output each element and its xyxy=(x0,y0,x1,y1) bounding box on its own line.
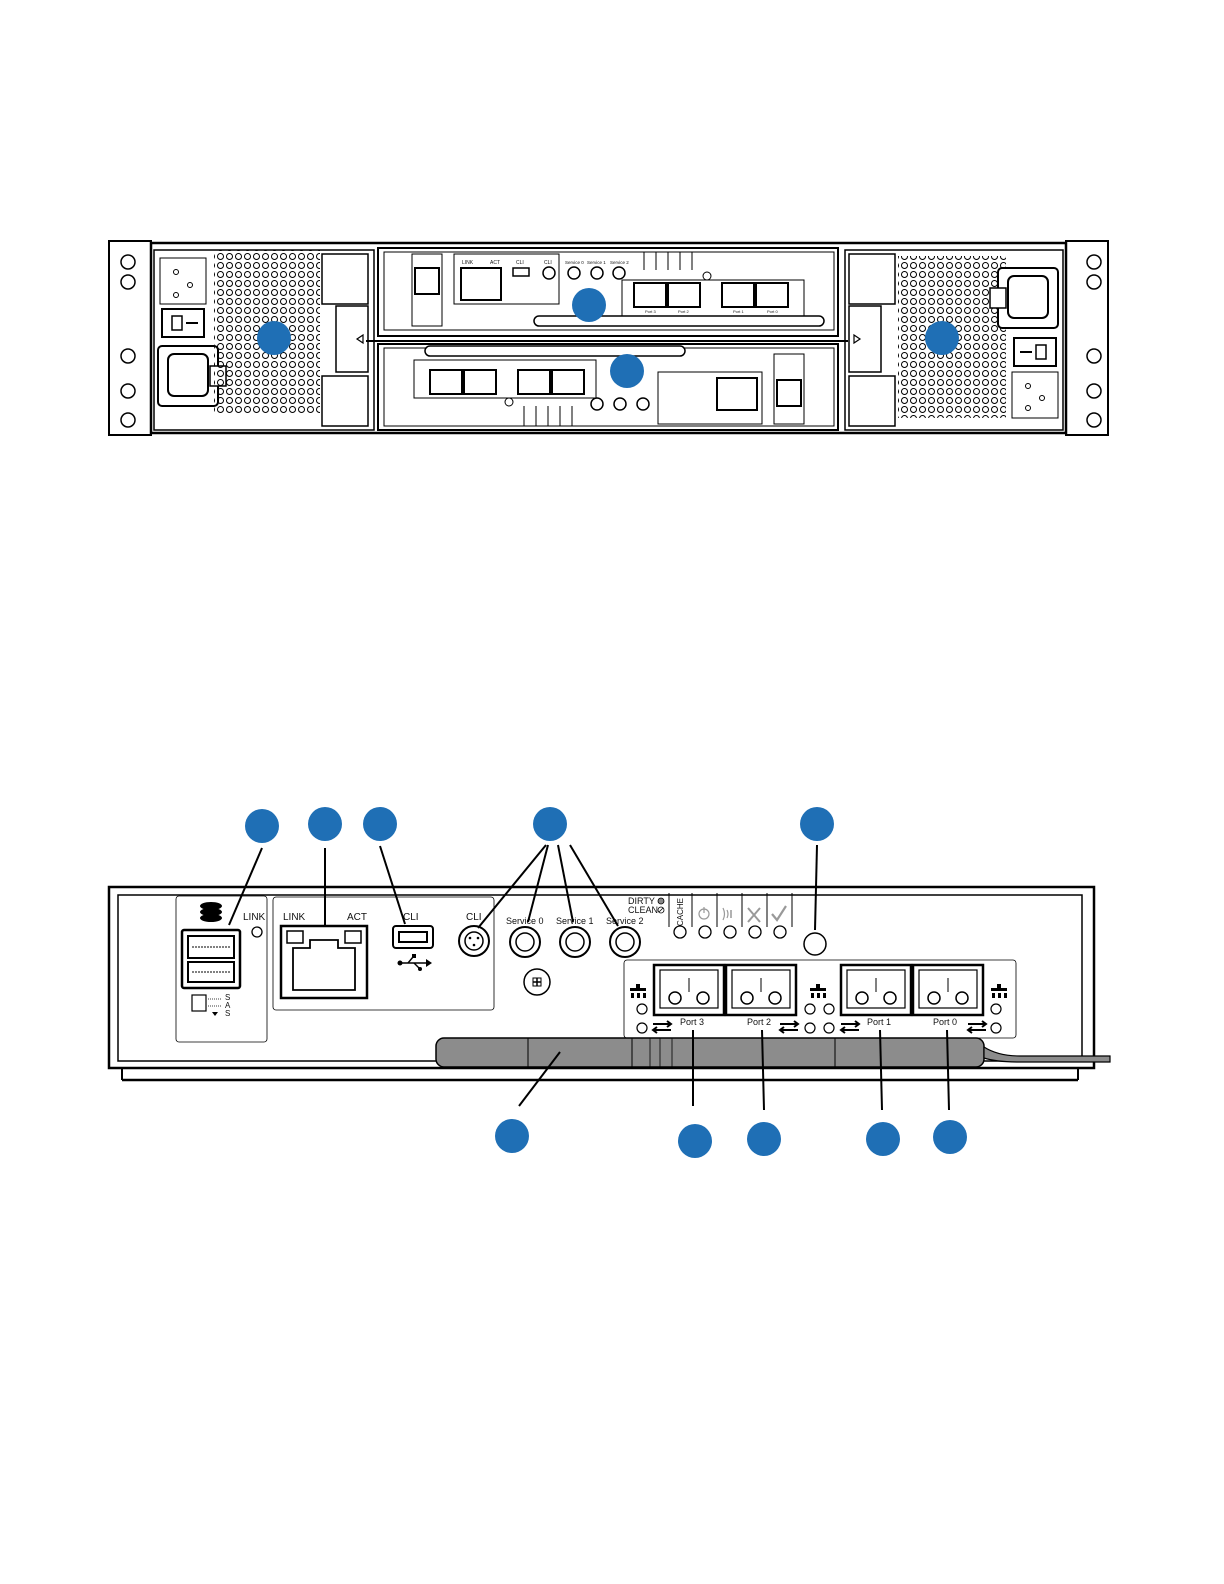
port2-label: Port 2 xyxy=(747,1017,771,1027)
callout-lower-controller xyxy=(610,354,644,388)
callout-cli-service-ports xyxy=(533,807,567,841)
upper-port2-label: Port 2 xyxy=(678,309,689,314)
eth-link-led xyxy=(287,931,303,943)
callout-right-power-supply xyxy=(925,321,959,355)
callout-reset-button xyxy=(800,807,834,841)
upper-controller-module: LINK ACT CLI CLI Service 0 Service 1 Ser… xyxy=(378,248,838,336)
upper-host-port-0 xyxy=(756,283,788,307)
port0-label: Port 0 xyxy=(933,1017,957,1027)
clean-label: CLEAN xyxy=(628,905,658,915)
lower-host-port-3 xyxy=(552,370,584,394)
callout-port-3 xyxy=(678,1124,712,1158)
upper-host-port-1 xyxy=(722,283,754,307)
upper-act-label: ACT xyxy=(490,260,500,266)
callout-port-0 xyxy=(933,1120,967,1154)
upper-cli-label: CLI xyxy=(544,260,552,266)
cache-label: CACHE xyxy=(676,898,685,926)
eth-act-label: ACT xyxy=(347,912,367,923)
callout-handle xyxy=(495,1119,529,1153)
sas-link-label: LINK xyxy=(243,912,266,923)
usb-cli-label: CLI xyxy=(403,912,419,923)
callout-left-power-supply xyxy=(257,321,291,355)
upper-host-port-2 xyxy=(668,283,700,307)
host-port-2 xyxy=(726,965,796,1015)
lower-module-handle xyxy=(425,346,685,356)
service1-label: Service 1 xyxy=(556,916,594,926)
upper-port1-label: Port 1 xyxy=(733,309,744,314)
enclosure-rear-view: LINK ACT CLI CLI Service 0 Service 1 Ser… xyxy=(109,241,1108,435)
disk-stack-icon xyxy=(200,902,222,922)
host-ports-group: Port 3 Port 2 Port 1 Port 0 xyxy=(624,960,1016,1038)
upper-service0-label: Service 0 xyxy=(565,260,584,265)
right-rack-ear xyxy=(1066,241,1108,435)
lower-host-port-1 xyxy=(464,370,496,394)
host-port-1 xyxy=(841,965,911,1015)
port3-label: Port 3 xyxy=(680,1017,704,1027)
host-port-3 xyxy=(654,965,724,1015)
host-port-0 xyxy=(913,965,983,1015)
upper-port3-label: Port 3 xyxy=(645,309,656,314)
callout-port-1 xyxy=(866,1122,900,1156)
upper-service2-label: Service 2 xyxy=(610,260,629,265)
service2-label: Service 2 xyxy=(606,916,644,926)
upper-host-port-3 xyxy=(634,283,666,307)
sas-label-s2: S xyxy=(225,1009,230,1018)
eth-link-label: LINK xyxy=(283,912,306,923)
left-rack-ear xyxy=(109,241,151,435)
callout-upper-controller xyxy=(572,288,606,322)
sas-expansion-port-group: LINK S A S xyxy=(176,896,267,1042)
service0-label: Service 0 xyxy=(506,916,544,926)
upper-service1-label: Service 1 xyxy=(587,260,606,265)
upper-link-label: LINK xyxy=(462,260,474,266)
upper-usb-cli-label: CLI xyxy=(516,260,524,266)
lower-host-port-0 xyxy=(430,370,462,394)
eth-act-led xyxy=(345,931,361,943)
port1-label: Port 1 xyxy=(867,1017,891,1027)
cli-label: CLI xyxy=(466,912,482,923)
lower-host-port-2 xyxy=(518,370,550,394)
upper-ethernet-port xyxy=(461,268,501,300)
controller-detail-view: LINK S A S LINK ACT CLI xyxy=(109,807,1110,1158)
lower-controller-module xyxy=(378,344,838,430)
lower-ethernet-port xyxy=(717,378,757,410)
callout-sas-port xyxy=(245,809,279,843)
callout-ethernet-port xyxy=(308,807,342,841)
upper-port0-label: Port 0 xyxy=(767,309,778,314)
callout-port-2 xyxy=(747,1122,781,1156)
callout-usb-cli-port xyxy=(363,807,397,841)
